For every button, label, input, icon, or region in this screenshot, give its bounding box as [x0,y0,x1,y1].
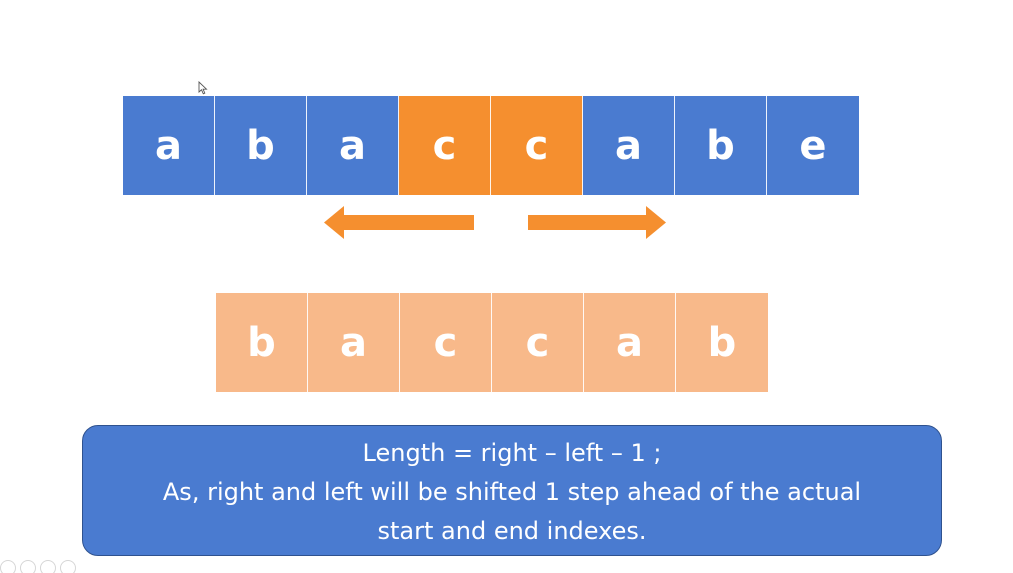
length-formula-box: Length = right – left – 1 ; As, right an… [82,425,942,556]
left-arrow-icon [324,206,474,239]
center-char-cell: c [491,96,583,195]
char-cell: a [307,96,399,195]
palindrome-char-cell: b [676,293,768,392]
formula-text: Length = right – left – 1 ; [362,439,662,467]
explanation-text: start and end indexes. [377,517,647,545]
palindrome-substring-row: b a c c a b [216,293,768,392]
palindrome-char-cell: a [308,293,400,392]
char-cell: b [675,96,767,195]
pen-icon[interactable] [0,560,16,573]
char-cell: a [583,96,675,195]
slides-icon[interactable] [20,560,36,573]
char-cell: a [123,96,215,195]
palindrome-char-cell: b [216,293,308,392]
expansion-arrows [324,206,666,239]
explanation-text: As, right and left will be shifted 1 ste… [162,478,862,506]
right-arrow-icon [528,206,666,239]
palindrome-char-cell: a [584,293,676,392]
original-string-row: a b a c c a b e [123,96,859,195]
palindrome-char-cell: c [492,293,584,392]
slideshow-controls [0,560,76,573]
mouse-pointer-icon [198,81,208,95]
char-cell: e [767,96,859,195]
center-char-cell: c [399,96,491,195]
zoom-icon[interactable] [40,560,56,573]
palindrome-char-cell: c [400,293,492,392]
char-cell: b [215,96,307,195]
more-icon[interactable] [60,560,76,573]
